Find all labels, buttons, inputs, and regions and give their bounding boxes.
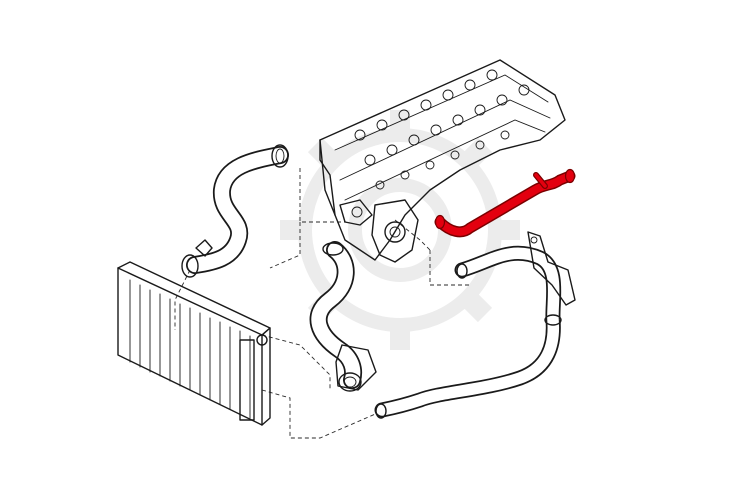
thermostat-housing <box>371 199 419 263</box>
upper-radiator-hose <box>181 144 289 278</box>
cylinder-head <box>319 59 566 261</box>
radiator <box>117 261 271 426</box>
long-return-hose <box>374 231 576 419</box>
coolant-pipe[interactable] <box>434 168 576 238</box>
lower-radiator-hose <box>309 241 377 392</box>
